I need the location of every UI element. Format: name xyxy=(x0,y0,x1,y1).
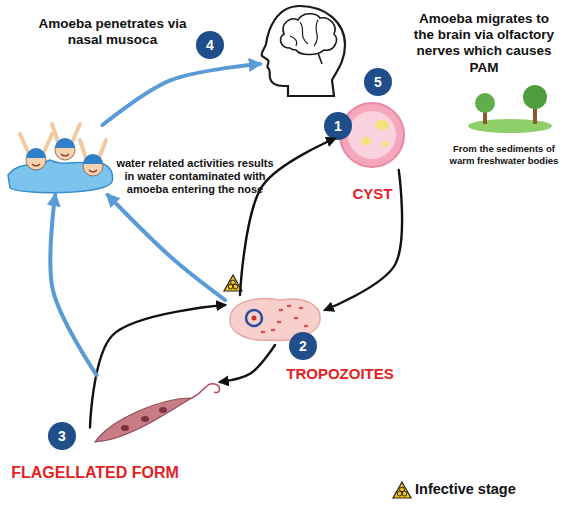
tree-crown xyxy=(475,93,495,113)
swimming-activity: water related activities results in wate… xyxy=(8,125,113,195)
callout-number: 3 xyxy=(48,422,76,450)
activity-text: water related activities results in wate… xyxy=(116,157,274,197)
callout-number: 2 xyxy=(289,332,317,360)
callout-number: 4 xyxy=(196,31,224,59)
biohazard-ring xyxy=(397,491,402,496)
warning-triangle xyxy=(224,275,242,291)
flagellate-spot xyxy=(121,425,129,431)
trophozoite-nucleus xyxy=(246,310,262,326)
trophozoite-granules xyxy=(262,306,307,332)
flow-arrow xyxy=(90,305,225,428)
stage-name: CYST xyxy=(325,185,420,203)
flagellate-spot xyxy=(141,416,149,422)
flow-arrow xyxy=(50,195,96,375)
brain-outline xyxy=(281,14,337,55)
stage-name: TROPOZOITES xyxy=(285,365,395,383)
flagellate-spot xyxy=(159,407,167,413)
trophozoite-nucleolus xyxy=(252,316,257,321)
tree-crown xyxy=(523,85,547,109)
ground-patch xyxy=(468,119,552,133)
flow-arrow xyxy=(220,345,275,382)
infection-text: Amoeba migrates to the brain via olfacto… xyxy=(408,11,560,76)
source-note: From the sediments of warm freshwater bo… xyxy=(445,143,563,167)
cyst-wall xyxy=(340,103,404,167)
legend-text: Infective stage xyxy=(415,481,516,497)
legend-item: Infective stage xyxy=(415,481,516,497)
edge-label: Amoeba penetrates via nasal musoca xyxy=(25,16,200,48)
flagellate-stage: FLAGELLATED FORM xyxy=(90,375,220,445)
flow-arrow xyxy=(103,64,261,125)
warning-triangle xyxy=(393,482,411,498)
cyst-granule xyxy=(375,120,389,130)
stage-name: FLAGELLATED FORM xyxy=(0,463,190,482)
swim-caps xyxy=(26,138,103,164)
legend-biohazard-symbol xyxy=(393,482,411,498)
biohazard-ring xyxy=(402,491,407,496)
brain-infection: Amoeba migrates to the brain via olfacto… xyxy=(260,5,350,100)
flow-arrow xyxy=(108,195,225,300)
swimmer-smiles xyxy=(32,154,97,172)
biohazard-ring xyxy=(233,284,238,289)
biohazard-symbol xyxy=(224,275,242,291)
cyst-granule xyxy=(361,137,371,145)
brain-stem xyxy=(318,53,322,64)
biohazard-ring xyxy=(228,284,233,289)
callout-number: 1 xyxy=(324,112,352,140)
brain-folds xyxy=(290,20,318,46)
callout-number: 5 xyxy=(364,68,392,96)
head-outline xyxy=(262,6,345,96)
cyst-granule xyxy=(382,141,388,147)
flagellum xyxy=(192,384,219,398)
flagellate-body xyxy=(95,398,192,442)
cyst-body xyxy=(348,111,396,159)
